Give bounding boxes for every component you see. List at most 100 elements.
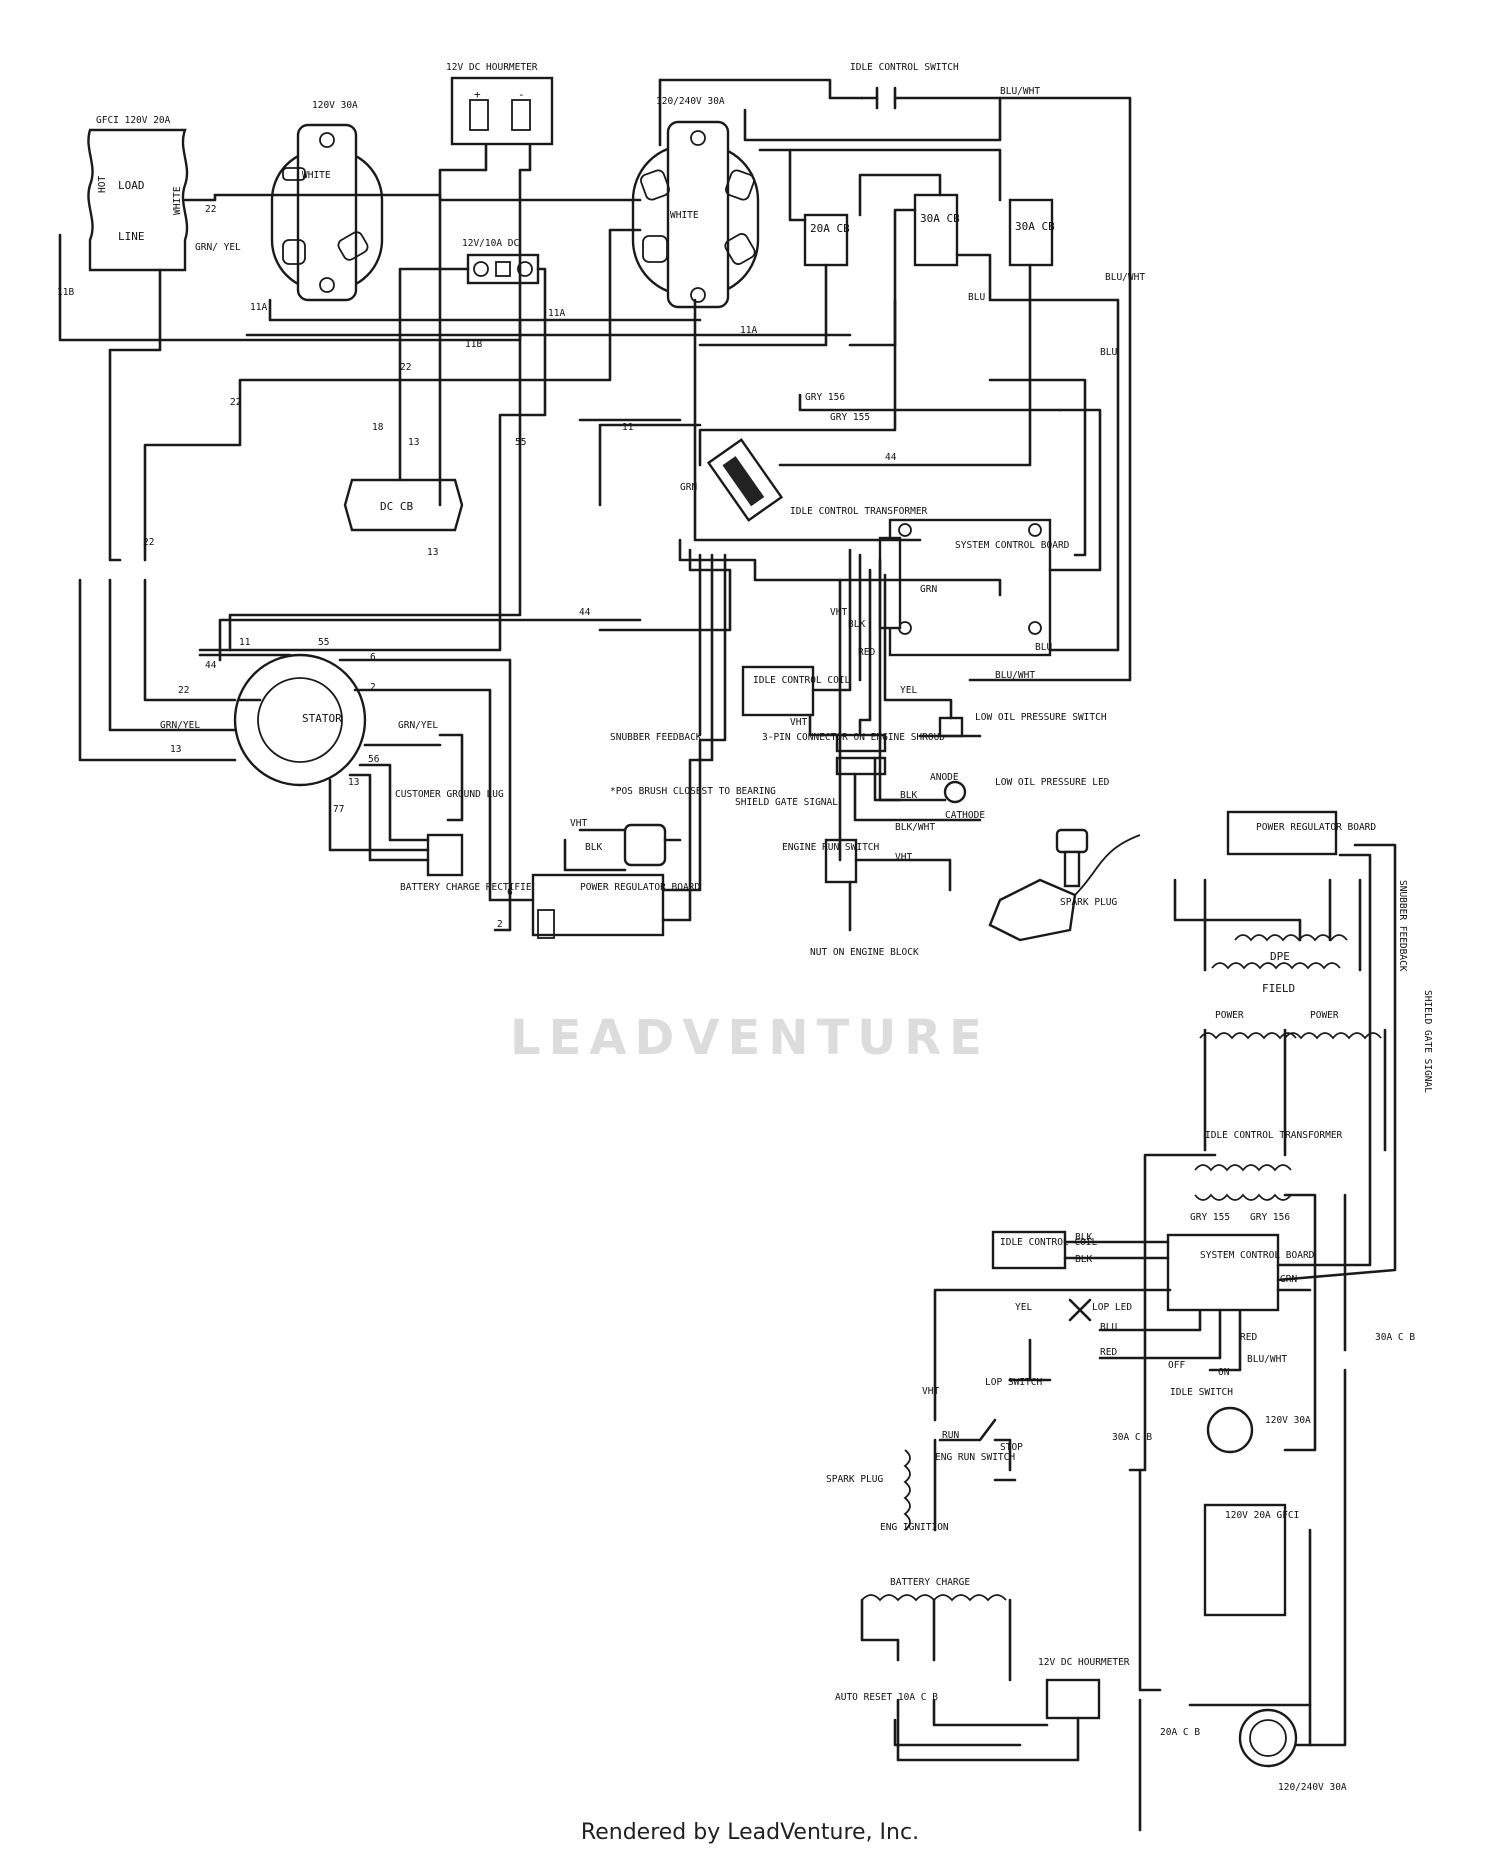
field-label: FIELD	[1262, 982, 1295, 995]
system-control-board-lower: SYSTEM CONTROL BOARD	[1166, 1233, 1315, 1312]
shield-label: SHIELD GATE SIGNAL	[735, 797, 838, 808]
brush-label: *POS BRUSH CLOSEST TO BEARING	[610, 786, 776, 797]
lower-schematic: POWER REGULATOR BOARD DPE FIELD POWER PO…	[826, 810, 1433, 1832]
lower-vht-a: VHT	[922, 1386, 939, 1397]
off-label: OFF	[1168, 1360, 1185, 1371]
receptacle-white-label: WHITE	[302, 170, 331, 181]
wire-44-b: 44	[579, 607, 591, 618]
lower-idle-coil-label: IDLE CONTROL COIL	[1000, 1237, 1098, 1248]
wire-blu-a: BLU	[1035, 642, 1052, 653]
power-regulator-board-upper: POWER REGULATOR BOARD	[531, 873, 700, 939]
lower-blk-b: BLK	[1075, 1254, 1092, 1265]
lop-led-label: LOP LED	[1092, 1302, 1132, 1313]
lower-grn-a: GRN	[1280, 1274, 1297, 1285]
lower-recept240-label: 120/240V 30A	[1278, 1782, 1347, 1793]
customer-lug-label: CUSTOMER GROUND LUG	[395, 789, 504, 800]
receptacle-120v-label: 120V 30A	[312, 100, 358, 111]
lop-switch-label: LOP SWITCH	[985, 1377, 1042, 1388]
low-oil-sw-label: LOW OIL PRESSURE SWITCH	[975, 712, 1107, 723]
gfci-hot-label: HOT	[97, 176, 108, 193]
lower-prb-label: POWER REGULATOR BOARD	[1256, 822, 1376, 833]
lower-eng-run-label: ENG RUN SWITCH	[935, 1452, 1015, 1463]
wire-11a-b: 11A	[548, 308, 565, 319]
wire-blu-c: BLU	[1100, 347, 1117, 358]
receptacle-240v: 120/240V 30A WHITE	[631, 96, 760, 309]
idle-transformer-upper: IDLE CONTROL TRANSFORMER GRY 156 GRY 155	[706, 392, 928, 522]
receptacle-120v: 120V 30A WHITE	[270, 100, 384, 302]
lower-scb-label: SYSTEM CONTROL BOARD	[1200, 1250, 1315, 1261]
wire-11a-a: 11A	[250, 302, 267, 313]
upper-wiring-diagram: GFCI 120V 20A LOAD LINE HOT WHITE GRN/ Y…	[57, 62, 1145, 958]
wire-11-a: 11	[622, 422, 634, 433]
auto-reset-label: AUTO RESET 10A C B	[835, 1692, 938, 1703]
lower-blk-a: BLK	[1075, 1232, 1092, 1243]
ignition-lower: SPARK PLUG ENG IGNITION	[826, 1449, 949, 1533]
lower-hourmeter-label: 12V DC HOURMETER	[1038, 1657, 1130, 1668]
pin-conn-label: 3-PIN CONNECTOR ON ENGINE SHROUD	[762, 732, 945, 743]
hourmeter-upper: 12V DC HOURMETER + -	[446, 62, 554, 146]
wire-22-c: 22	[230, 397, 241, 408]
three-pin-connector: 3-PIN CONNECTOR ON ENGINE SHROUD	[762, 732, 945, 776]
dc-outlet-upper: 12V/10A DC	[462, 238, 540, 285]
wire-yel-a: YEL	[900, 685, 917, 696]
gfci-lower: 120V 20A GFCI	[1203, 1503, 1299, 1617]
stator-label: STATOR	[302, 712, 342, 725]
lower-idle-trans-label: IDLE CONTROL TRANSFORMER	[1205, 1130, 1343, 1141]
wire-11b-a: 11B	[57, 287, 74, 298]
lower-blu-a: BLU	[1100, 1322, 1117, 1333]
hourmeter-plus: +	[474, 88, 481, 101]
wire-blk-b: BLK	[848, 619, 865, 630]
wire-22-d: 22	[143, 537, 154, 548]
cb20-label: 20A CB	[810, 222, 850, 235]
anode-label: ANODE	[930, 772, 959, 783]
brush-assembly: *POS BRUSH CLOSEST TO BEARING	[610, 786, 776, 867]
wire-4-a: VHT	[570, 818, 587, 829]
wire-77-a: 77	[333, 804, 344, 815]
idle-control-switch: IDLE CONTROL SWITCH BLU/WHT	[850, 62, 1040, 110]
nut-label: NUT ON ENGINE BLOCK	[810, 947, 919, 958]
gfci-line-label: LINE	[118, 230, 145, 243]
hourmeter-label: 12V DC HOURMETER	[446, 62, 538, 73]
wire-blkwht-a: BLK/WHT	[895, 822, 935, 833]
lower-wires	[860, 843, 1397, 1832]
power1-label: POWER	[1215, 1010, 1244, 1021]
gfci-outlet: GFCI 120V 20A LOAD LINE HOT WHITE GRN/ Y…	[87, 115, 241, 272]
wire-11a-c: 11A	[740, 325, 757, 336]
idle-sw-label: IDLE SWITCH	[1170, 1387, 1233, 1398]
gfci-grn-yel-label: GRN/ YEL	[195, 242, 241, 253]
wire-55-b: 55	[318, 637, 329, 648]
wire-blk-c: BLK	[900, 790, 917, 801]
upper-wire-labels: 22 11B 11A 11A 11A 11B 22 22 22 13 13 18…	[57, 204, 1145, 930]
receptacle-240v-label: 120/240V 30A	[656, 96, 725, 107]
run-label: RUN	[942, 1430, 959, 1441]
customer-ground-lug: CUSTOMER GROUND LUG	[395, 733, 504, 822]
lop-led-lower: LOP LED	[1068, 1298, 1132, 1322]
stop-label: STOP	[1000, 1442, 1023, 1453]
engine-run-switch-lower: RUN STOP ENG RUN SWITCH	[935, 1430, 1023, 1463]
wire-red-a: RED	[858, 647, 875, 658]
lower-bluwht-a: BLU/WHT	[1247, 1354, 1287, 1365]
receptacle-120v-lower: 120V 30A	[1206, 1406, 1311, 1454]
battery-rectifier: BATTERY CHARGE RECTIFIER	[400, 833, 538, 893]
lower-wire-labels: BLK BLK GRN BLU RED RED BLU/WHT YEL VHT	[922, 1232, 1297, 1397]
low-oil-led-upper: ANODE CATHODE LOW OIL PRESSURE LED	[930, 772, 1110, 821]
wire-13-d: 13	[348, 777, 359, 788]
lower-cb30-label: 30A C B	[1375, 1332, 1415, 1343]
gry156-label: GRY 156	[805, 392, 845, 403]
wire-vht-b: VHT	[790, 717, 807, 728]
wire-bluwht-b: BLU/WHT	[1105, 272, 1145, 283]
wire-13-a: 13	[408, 437, 419, 448]
idle-switch-label: IDLE CONTROL SWITCH	[850, 62, 959, 73]
cb30a-label: 30A CB	[920, 212, 960, 225]
power-regulator-board-lower: POWER REGULATOR BOARD	[1226, 810, 1376, 856]
dc-outlet-label: 12V/10A DC	[462, 238, 519, 249]
dc-cb-label: DC CB	[380, 500, 413, 513]
upper-wires	[58, 78, 1132, 932]
eng-run-label: ENGINE RUN SWITCH	[782, 842, 880, 853]
lower-red-b: RED	[1240, 1332, 1257, 1343]
footer-credit: Rendered by LeadVenture, Inc.	[580, 1820, 920, 1845]
wire-grn-a: GRN	[680, 482, 697, 493]
power2-label: POWER	[1310, 1010, 1339, 1021]
magneto-assembly: SPARK PLUG	[988, 828, 1141, 942]
